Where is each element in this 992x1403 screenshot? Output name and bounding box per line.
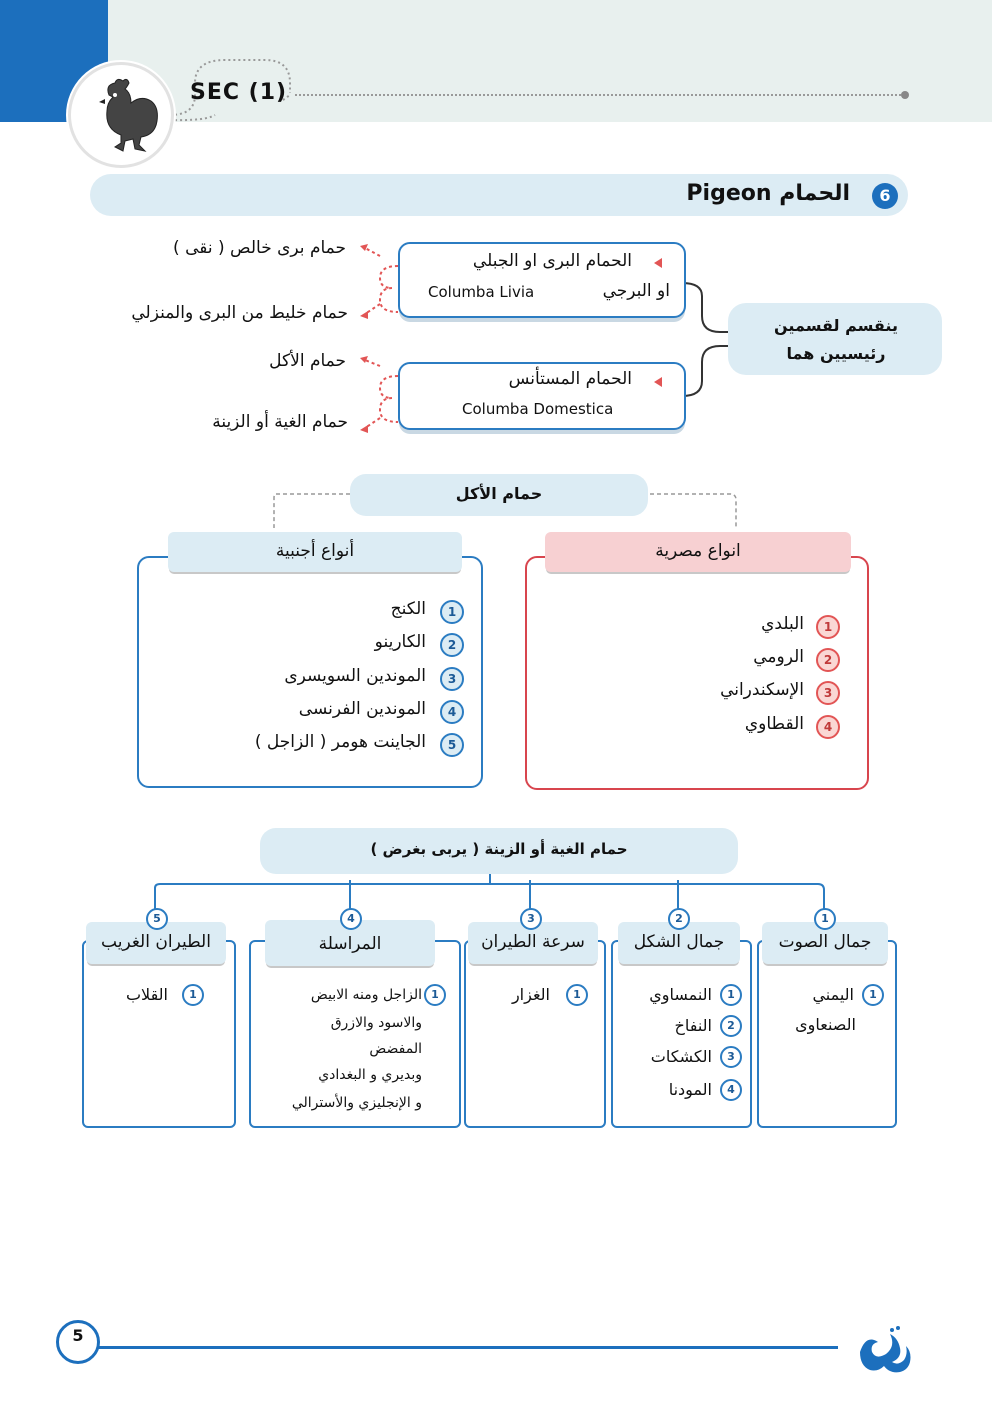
footer-line bbox=[98, 1346, 838, 1349]
page-number: 5 bbox=[56, 1326, 100, 1345]
hobby-column-header: جمال الشكل bbox=[618, 932, 740, 952]
list-item: وبديري و البغدادي bbox=[256, 1062, 422, 1088]
divide-text: ينقسم لقسمين رئيسيين هما bbox=[738, 312, 934, 368]
list-item: الرومي bbox=[640, 647, 804, 667]
hobby-title: حمام الغية أو الزينة ( يربى بغرض ) bbox=[260, 840, 738, 858]
list-item: اليمني bbox=[770, 982, 854, 1008]
item-number: 4 bbox=[720, 1079, 742, 1101]
item-number: 4 bbox=[816, 715, 840, 739]
item-number: 1 bbox=[440, 600, 464, 624]
list-item: الكشكات bbox=[614, 1044, 712, 1070]
title-number-badge: 6 bbox=[872, 183, 898, 209]
domestic-pigeon-latin: Columba Domestica bbox=[462, 400, 613, 418]
list-item: الغزار bbox=[480, 982, 550, 1008]
list-item: الزاجل ومنه الابيض bbox=[256, 982, 422, 1008]
foreign-breeds-header: أنواع أجنبية bbox=[168, 541, 462, 561]
item-number: 1 bbox=[720, 984, 742, 1006]
hobby-column-header: الطيران الغريب bbox=[86, 932, 226, 952]
item-number: 3 bbox=[440, 667, 464, 691]
domestic-output-1: حمام الأكل bbox=[150, 351, 346, 371]
brand-logo-icon bbox=[852, 1318, 922, 1374]
list-item: الجاينت هومر ( الزاجل ) bbox=[200, 732, 426, 752]
egyptian-breeds-box bbox=[525, 556, 869, 790]
red-pointer-icon bbox=[654, 258, 662, 268]
domestic-pigeon-name: الحمام المستأنس bbox=[410, 369, 632, 389]
item-number: 4 bbox=[440, 700, 464, 724]
list-item: الموندين الفرنسى bbox=[200, 699, 426, 719]
hobby-column-speed bbox=[464, 940, 606, 1128]
section-label: SEC (1) bbox=[190, 80, 287, 105]
list-item: النفاخ bbox=[620, 1013, 712, 1039]
red-pointer-icon bbox=[654, 377, 662, 387]
wild-pigeon-name2: او البرجي bbox=[556, 281, 670, 301]
column-number: 3 bbox=[520, 908, 542, 930]
item-number: 3 bbox=[720, 1046, 742, 1068]
egyptian-breeds-header: انواع مصرية bbox=[545, 541, 851, 561]
divide-text-line1: ينقسم لقسمين bbox=[738, 312, 934, 340]
list-item: الإسكندراني bbox=[640, 680, 804, 700]
list-item: البلدي bbox=[640, 614, 804, 634]
list-item: الموندين السويسرى bbox=[200, 666, 426, 686]
domestic-output-2: حمام الغية أو الزينة bbox=[120, 412, 348, 432]
list-item: الصنعاوى bbox=[766, 1012, 856, 1038]
item-number: 2 bbox=[720, 1015, 742, 1037]
list-item: و الإنجليزي والأسترالي bbox=[252, 1090, 422, 1116]
page-title: الحمام Pigeon bbox=[560, 181, 850, 206]
hobby-connectors bbox=[150, 866, 830, 926]
wild-pigeon-name: الحمام البرى او الجبلي bbox=[410, 251, 632, 271]
list-item: المفضض bbox=[256, 1036, 422, 1062]
column-number: 4 bbox=[340, 908, 362, 930]
item-number: 1 bbox=[816, 615, 840, 639]
column-number: 5 bbox=[146, 908, 168, 930]
hobby-column-header: سرعة الطيران bbox=[468, 932, 598, 952]
wild-pigeon-latin: Columba Livia bbox=[428, 283, 534, 301]
list-item: النمساوي bbox=[620, 982, 712, 1008]
hobby-column-header: المراسلة bbox=[265, 934, 435, 954]
list-item: القلاب bbox=[100, 982, 168, 1008]
item-number: 5 bbox=[440, 733, 464, 757]
divide-text-line2: رئيسيين هما bbox=[738, 340, 934, 368]
rooster-avatar bbox=[68, 62, 174, 168]
list-item: والاسود والازرق bbox=[256, 1010, 422, 1036]
column-number: 1 bbox=[814, 908, 836, 930]
item-number: 2 bbox=[440, 633, 464, 657]
wild-output-2: حمام خليط من البرى والمنزلي bbox=[60, 303, 348, 323]
item-number: 1 bbox=[424, 984, 446, 1006]
item-number: 3 bbox=[816, 681, 840, 705]
hobby-column-strange-flight bbox=[82, 940, 236, 1128]
item-number: 1 bbox=[182, 984, 204, 1006]
meat-title: حمام الأكل bbox=[350, 484, 648, 503]
list-item: القطاوي bbox=[640, 714, 804, 734]
list-item: الكنج bbox=[200, 599, 426, 619]
list-item: المودنا bbox=[620, 1077, 712, 1103]
item-number: 1 bbox=[566, 984, 588, 1006]
list-item: الكارينو bbox=[200, 632, 426, 652]
wild-output-1: حمام برى خالص ( نقى ) bbox=[100, 238, 346, 258]
rooster-icon bbox=[71, 65, 171, 165]
item-number: 1 bbox=[862, 984, 884, 1006]
hobby-column-header: جمال الصوت bbox=[762, 932, 888, 952]
item-number: 2 bbox=[816, 648, 840, 672]
column-number: 2 bbox=[668, 908, 690, 930]
